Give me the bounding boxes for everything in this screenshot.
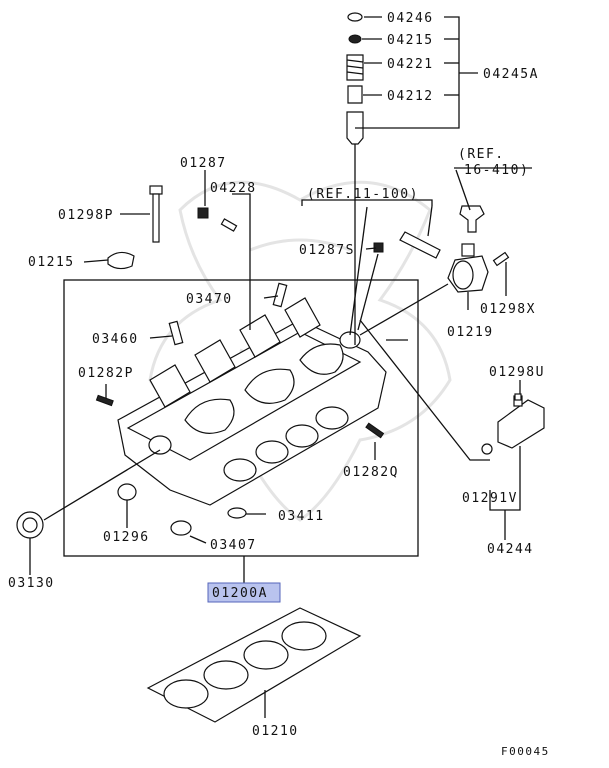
label-ref-16-410-line1: (REF. xyxy=(458,147,505,162)
label-01200a[interactable]: 01200A xyxy=(212,586,268,601)
label-04246[interactable]: 04246 xyxy=(387,11,434,26)
label-01298u[interactable]: 01298U xyxy=(489,365,545,380)
cylinder-head-drawing xyxy=(117,297,387,506)
label-04212[interactable]: 04212 xyxy=(387,89,434,104)
figure-code: F00045 xyxy=(501,745,550,758)
label-ref-16-410-line2: 16-410) xyxy=(464,163,529,178)
label-03130[interactable]: 03130 xyxy=(8,576,55,591)
leader-lines xyxy=(29,16,532,718)
label-01296[interactable]: 01296 xyxy=(103,530,150,545)
label-03407[interactable]: 03407 xyxy=(210,538,257,553)
label-04221[interactable]: 04221 xyxy=(387,57,434,72)
label-03470[interactable]: 03470 xyxy=(186,292,233,307)
label-01298x[interactable]: 01298X xyxy=(480,302,536,317)
label-ref-11-100: (REF.11-100) xyxy=(307,187,419,202)
label-01210[interactable]: 01210 xyxy=(252,724,299,739)
label-01215[interactable]: 01215 xyxy=(28,255,75,270)
label-03460[interactable]: 03460 xyxy=(92,332,139,347)
label-04245a[interactable]: 04245A xyxy=(483,67,539,82)
label-01291v[interactable]: 01291V xyxy=(462,491,518,506)
valve-parts-drawing xyxy=(346,12,364,156)
label-01282p[interactable]: 01282P xyxy=(78,366,134,381)
label-01287[interactable]: 01287 xyxy=(180,156,227,171)
cylinder-head-group-box xyxy=(63,279,419,557)
label-04228[interactable]: 04228 xyxy=(210,181,257,196)
part-labels: 04246 04215 04221 04212 04245A (REF. 16-… xyxy=(8,11,550,758)
small-parts-drawing xyxy=(16,185,545,539)
head-gasket-drawing xyxy=(146,607,362,723)
label-01298p[interactable]: 01298P xyxy=(58,208,114,223)
label-01287s[interactable]: 01287S xyxy=(299,243,355,258)
highlight-box-01200a xyxy=(207,582,281,603)
label-03411[interactable]: 03411 xyxy=(278,509,325,524)
label-04215[interactable]: 04215 xyxy=(387,33,434,48)
label-01219[interactable]: 01219 xyxy=(447,325,494,340)
label-01282q[interactable]: 01282Q xyxy=(343,465,399,480)
label-04244[interactable]: 04244 xyxy=(487,542,534,557)
